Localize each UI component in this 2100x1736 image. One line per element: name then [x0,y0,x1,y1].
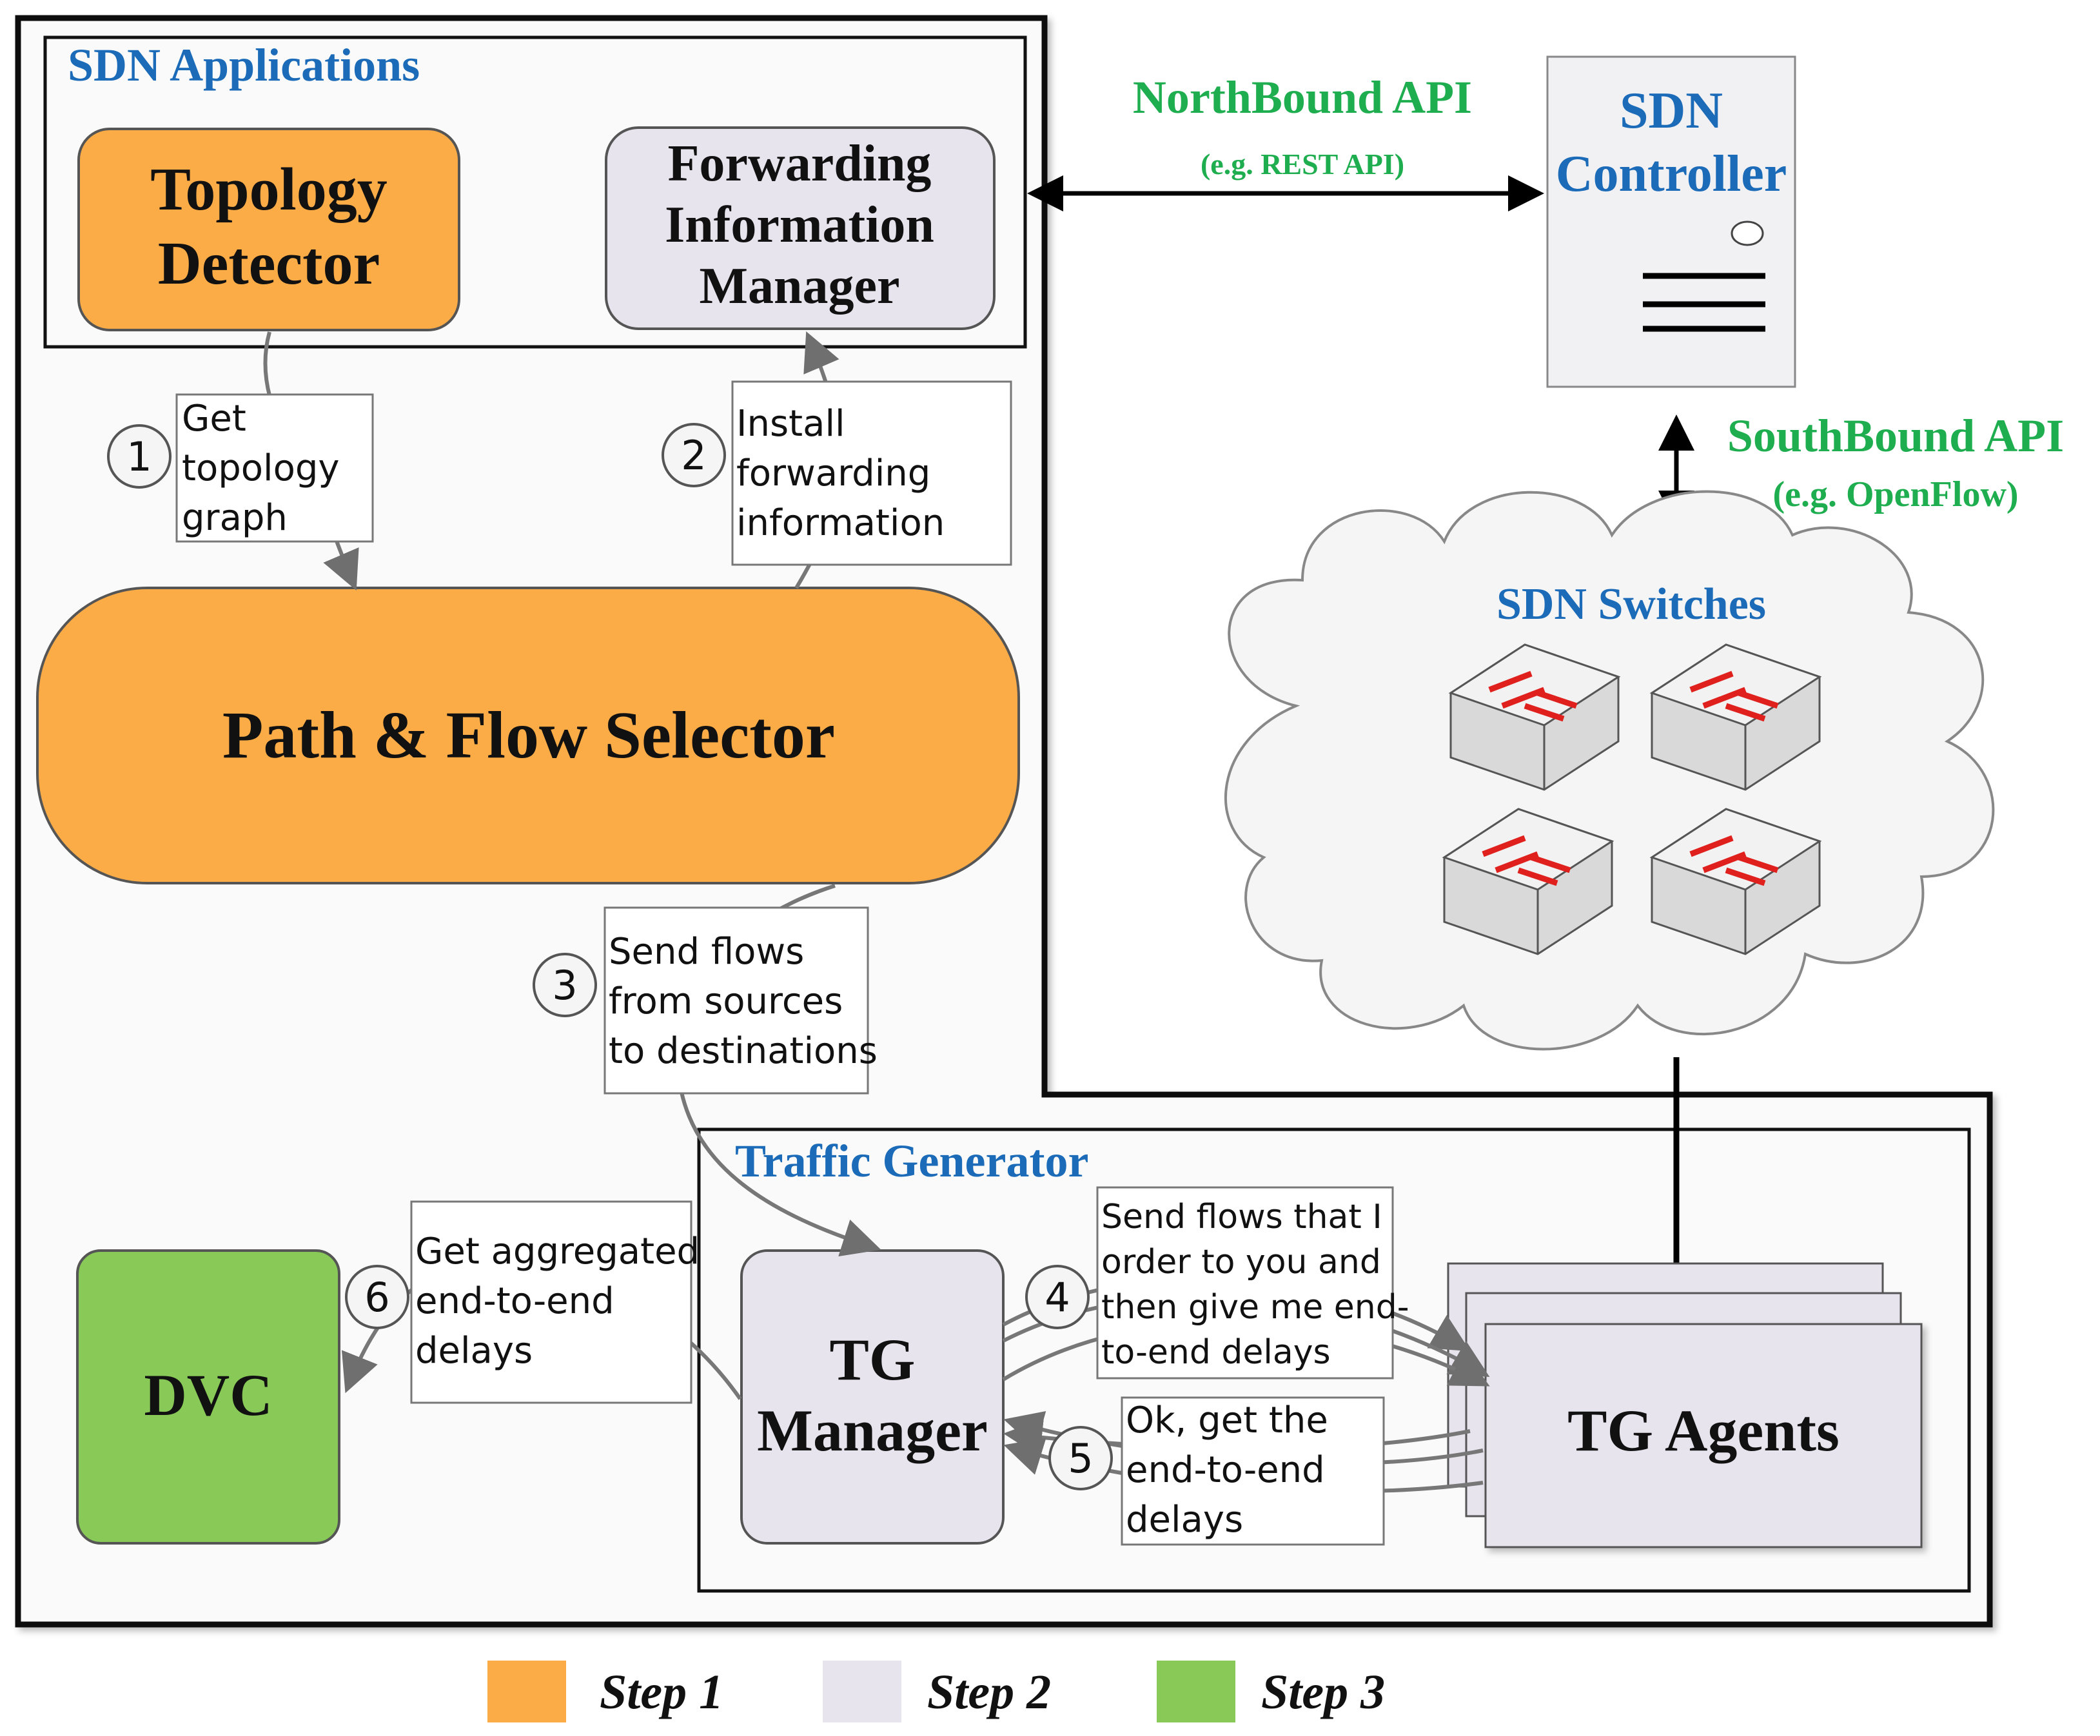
step5-text-3: delays [1126,1499,1243,1541]
step3-text-1: Send flows [609,931,804,973]
step3-text-2: from sources [609,980,843,1022]
tg-manager-label-1: TG [830,1327,916,1392]
switch-icon [1649,643,1822,791]
path-flow-selector-box[interactable] [36,587,1020,884]
step4-text-1: Send flows that I [1101,1198,1382,1236]
fim-label-1: Forwarding [668,135,932,192]
step4-text-2: order to you and [1101,1243,1381,1282]
legend-swatch-step2 [823,1661,901,1722]
step6-number: 6 [364,1274,389,1321]
topology-detector-box[interactable] [77,128,460,331]
southbound-subtitle: (e.g. OpenFlow) [1772,474,2018,514]
switch-icon [1448,643,1621,791]
step5-text-1: Ok, get the [1126,1400,1328,1441]
legend-label-step3: Step 3 [1261,1665,1385,1719]
step1-text-3: graph [182,497,288,539]
switch-icon [1649,808,1822,955]
step6-text-1: Get aggregated [415,1231,700,1273]
topology-detector-label-2: Detector [158,230,380,297]
step1-text-1: Get [182,398,246,440]
fim-label-2: Information [665,197,934,253]
step2-text-2: forwarding [736,453,930,494]
step3-text-3: to destinations [609,1030,878,1072]
tg-agents-label: TG Agents [1567,1398,1840,1463]
step3-number: 3 [552,962,577,1009]
controller-led-icon [1731,220,1764,246]
step5-number: 5 [1068,1435,1093,1482]
northbound-subtitle: (e.g. REST API) [1201,148,1404,180]
legend-swatch-step3 [1157,1661,1235,1722]
path-flow-selector-label: Path & Flow Selector [222,698,835,772]
fim-box[interactable] [605,126,996,330]
step6-note [410,1200,692,1404]
step4-text-4: to-end delays [1101,1333,1331,1372]
step5-badge [1048,1426,1113,1490]
step4-badge [1025,1265,1090,1329]
step6-text-2: end-to-end [415,1280,614,1322]
step2-text-1: Install [736,403,845,445]
legend-label-step1: Step 1 [600,1665,723,1719]
step1-note [175,393,374,543]
tg-manager-box[interactable] [740,1249,1005,1545]
topology-detector-label-1: Topology [150,156,387,223]
dvc-label: DVC [144,1362,272,1428]
step1-badge [107,424,172,489]
traffic-generator-title: Traffic Generator [735,1135,1088,1187]
dvc-box[interactable] [76,1249,340,1545]
switch-icon [1442,808,1614,955]
sdn-applications-title: SDN Applications [68,39,420,91]
step1-text-2: topology [182,447,340,489]
step6-text-3: delays [415,1330,533,1372]
step1-number: 1 [126,433,152,480]
step5-note [1121,1396,1385,1546]
legend: Step 1 Step 2 Step 3 [487,1661,1385,1722]
step4-number: 4 [1045,1274,1070,1321]
northbound-title: NorthBound API [1133,72,1472,123]
legend-swatch-step1 [487,1661,566,1722]
southbound-title: SouthBound API [1727,410,2064,462]
fim-label-3: Manager [699,258,899,315]
legend-label-step2: Step 2 [927,1665,1051,1719]
controller-vent-icon [1643,273,1765,332]
sdn-switches-title: SDN Switches [1496,580,1766,629]
step2-note [731,380,1012,566]
tg-agents-box[interactable] [1484,1323,1923,1548]
step2-text-3: information [736,502,945,544]
sdn-controller-label-2: Controller [1556,146,1787,202]
step2-badge [662,423,726,487]
step5-text-2: end-to-end [1126,1449,1325,1491]
step3-note [604,906,869,1095]
sdn-switches-cloud [1224,490,1995,1051]
step2-number: 2 [681,432,706,479]
step4-text-3: then give me end- [1101,1288,1409,1327]
step6-badge [345,1265,409,1329]
sdn-controller-label-1: SDN [1620,83,1723,139]
step3-badge [533,953,597,1017]
step4-note [1096,1186,1394,1380]
tg-manager-label-2: Manager [757,1398,988,1463]
